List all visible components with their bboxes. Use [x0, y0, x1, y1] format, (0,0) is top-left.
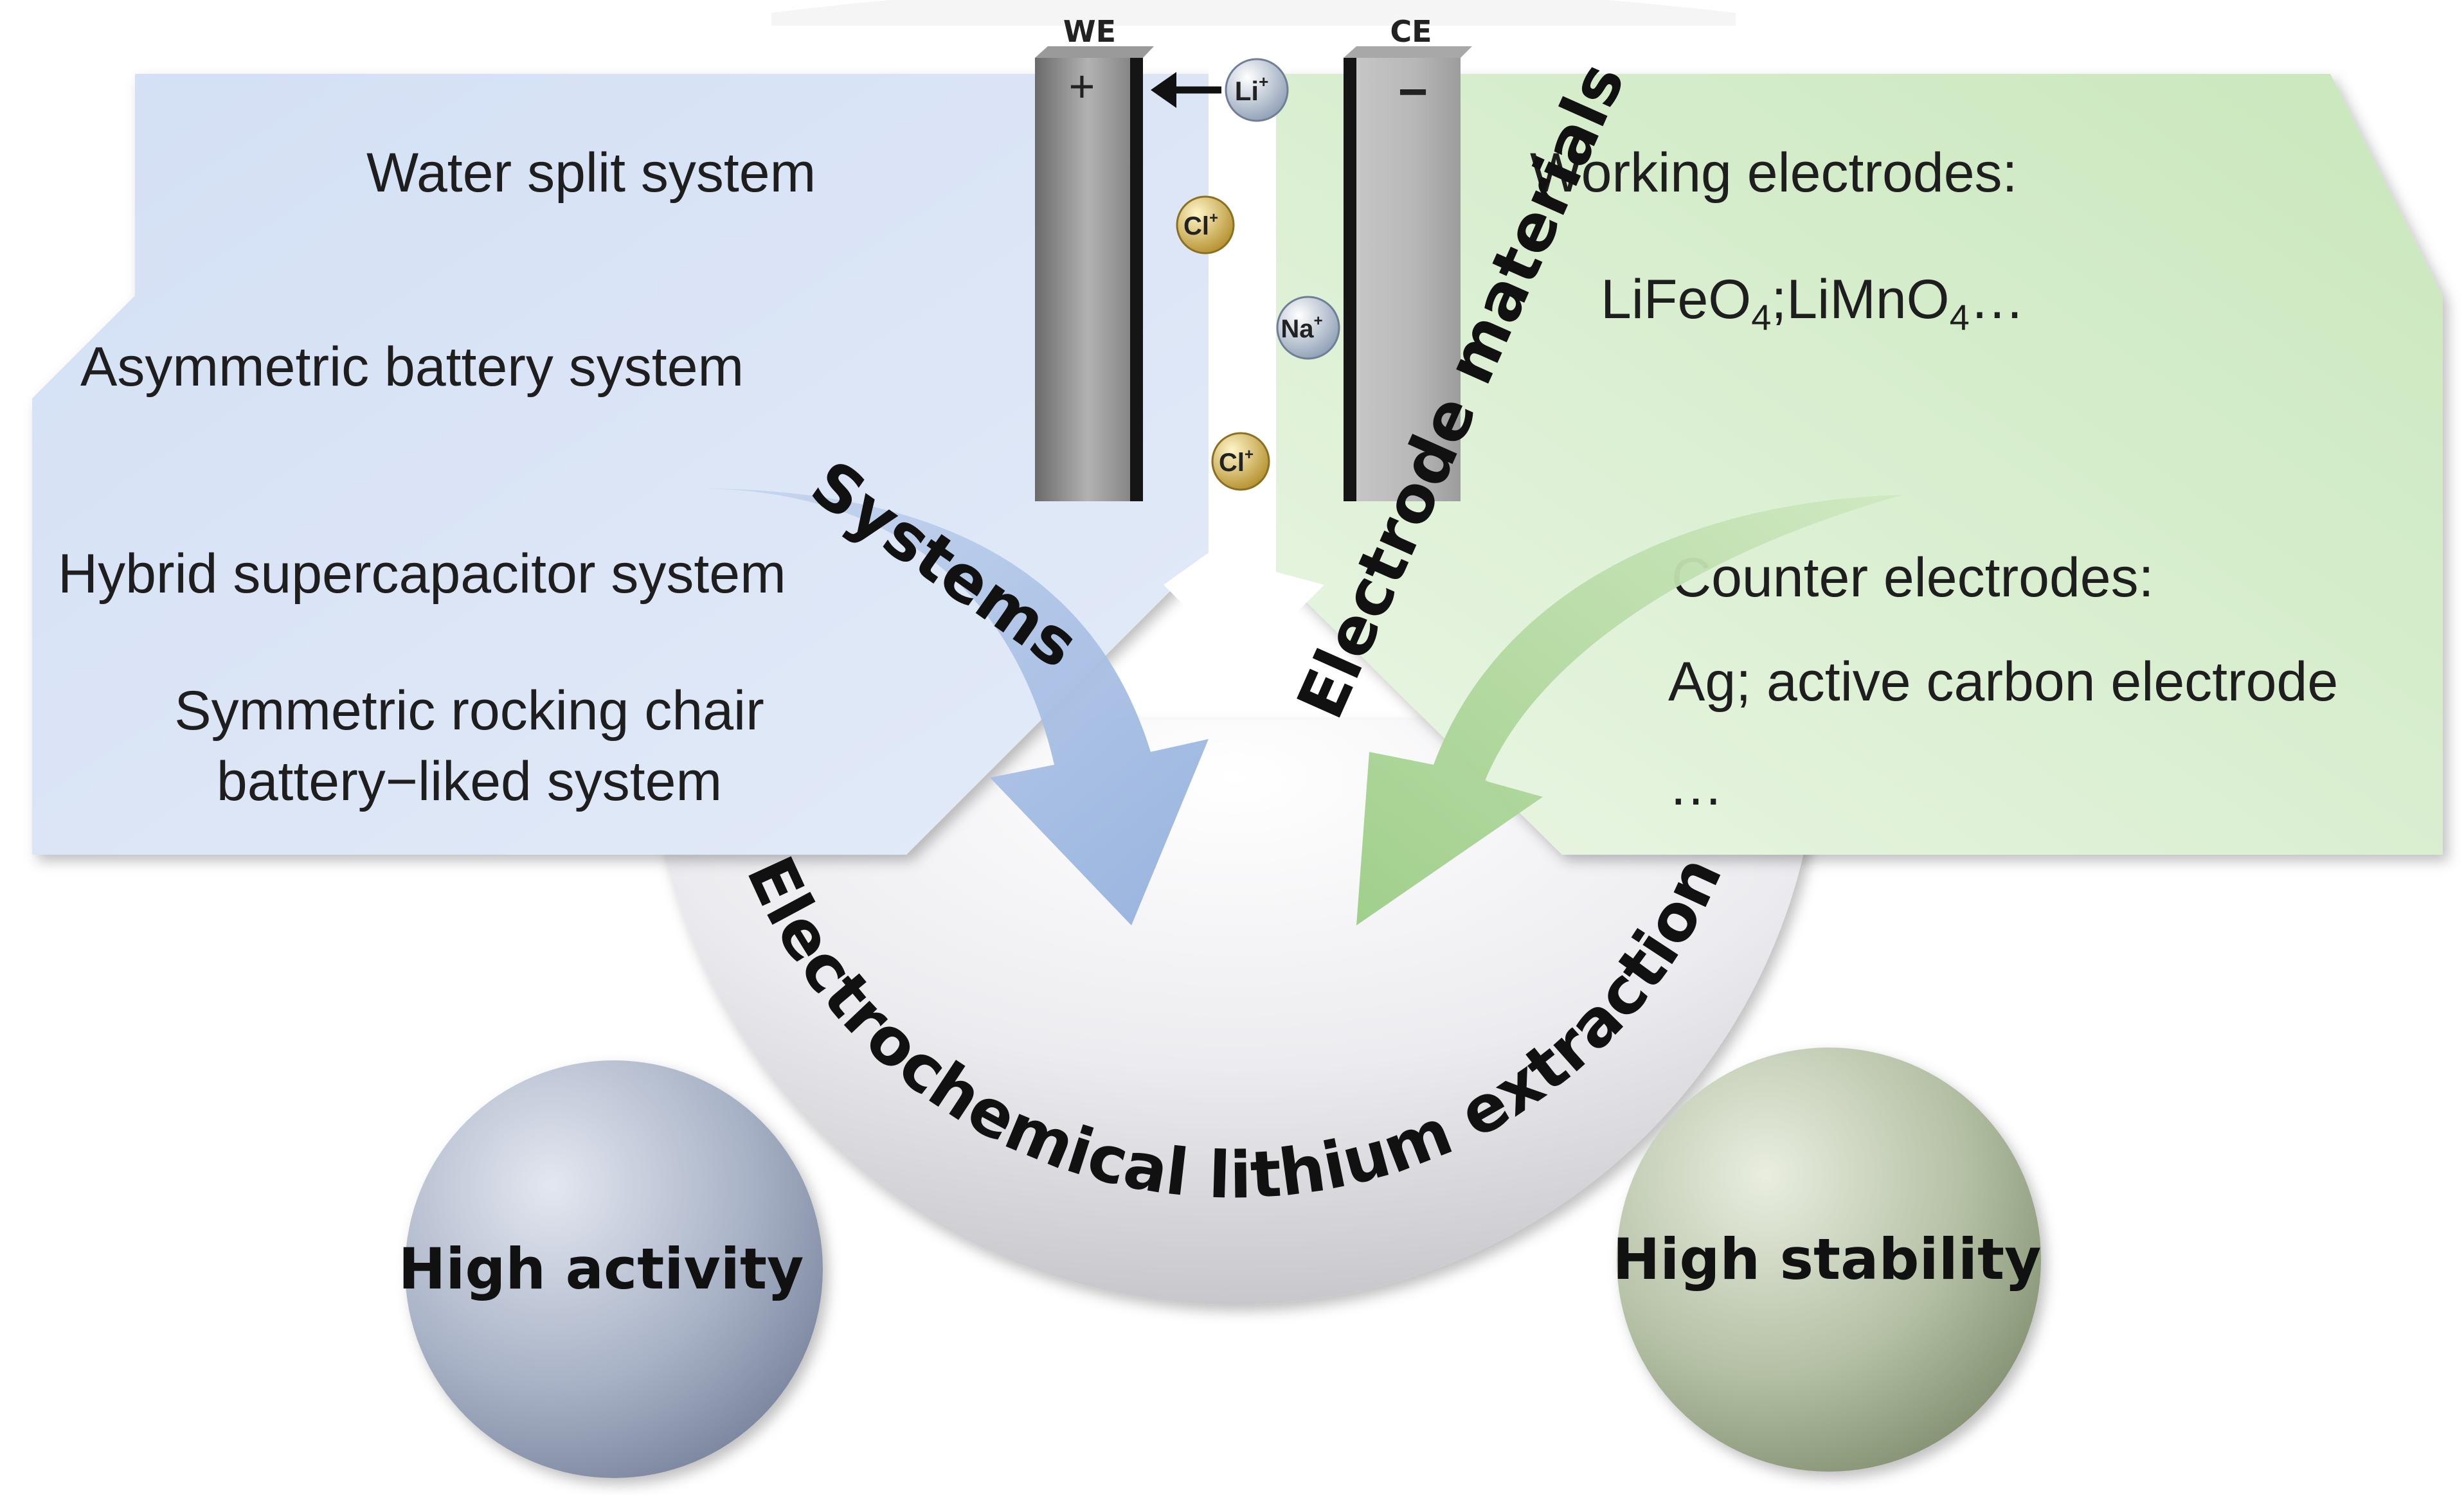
svg-text:Cl+: Cl+: [1219, 446, 1254, 477]
system-item-rocking-chair-line2: battery−liked system: [217, 751, 722, 812]
systems-panel: [32, 74, 1209, 855]
system-item-rocking-chair-line1: Symmetric rocking chair: [174, 680, 764, 742]
top-halo: [771, 0, 1736, 26]
systems-arrow: [694, 488, 1209, 925]
li-ion: Li+: [1225, 58, 1289, 122]
counter-electrodes-more: …: [1668, 755, 1723, 817]
system-item-water-split: Water split system: [366, 142, 816, 204]
cl-ion-lower: Cl+: [1211, 432, 1270, 491]
na-ion: Na+: [1276, 296, 1340, 360]
high-activity-circle: [405, 1060, 823, 1478]
li-migration-arrow: [1151, 72, 1221, 108]
system-item-hybrid-supercapacitor: Hybrid supercapacitor system: [58, 543, 786, 605]
ce-label: CE: [1390, 14, 1432, 49]
working-electrode: [1035, 46, 1154, 501]
counter-electrodes-heading: Counter electrodes:: [1671, 547, 2154, 609]
we-label: WE: [1063, 14, 1116, 49]
ce-sign: −: [1398, 63, 1428, 120]
working-electrodes-heading: Working electrodes:: [1530, 142, 2017, 204]
electrolyte-channel: [1164, 39, 1324, 665]
working-electrodes-values: LiFeO4;LiMnO4…: [1601, 269, 2025, 337]
high-activity-label: High activity: [399, 1236, 804, 1302]
cl-ion-upper: Cl+: [1176, 195, 1235, 254]
center-semicircle: [649, 720, 1819, 1305]
system-item-asymmetric-battery: Asymmetric battery system: [80, 336, 744, 398]
svg-text:Li+: Li+: [1235, 72, 1269, 106]
we-sign: +: [1069, 61, 1095, 111]
counter-electrode: [1344, 46, 1472, 501]
counter-electrodes-values: Ag; active carbon electrode: [1668, 651, 2338, 713]
svg-text:Cl+: Cl+: [1183, 210, 1218, 240]
high-stability-label: High stability: [1613, 1226, 2042, 1292]
high-stability-circle: [1617, 1048, 2041, 1472]
svg-text:Na+: Na+: [1281, 312, 1322, 343]
electrode-materials-arrow: [1356, 495, 1903, 925]
